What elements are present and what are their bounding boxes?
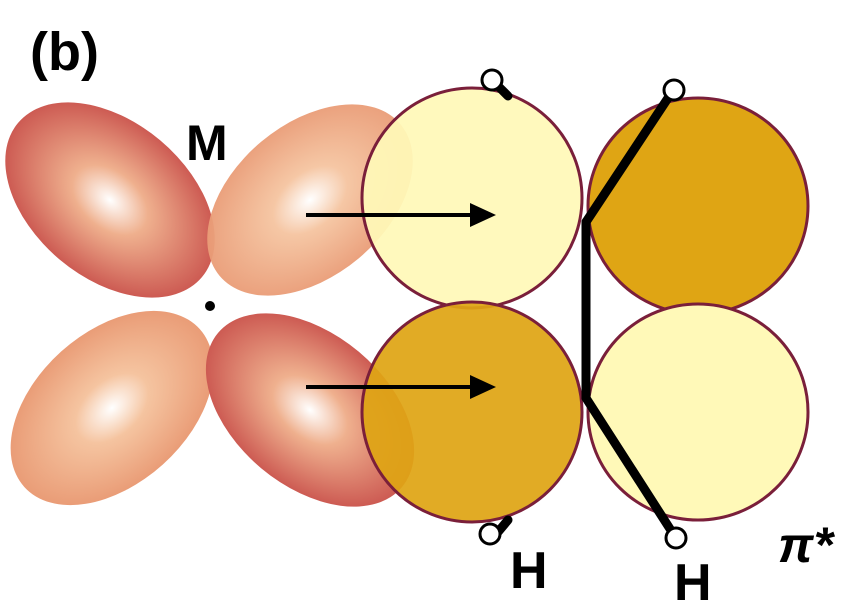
c-h-bond-upper-right [581, 87, 677, 227]
hydrogen-lower-right [664, 526, 688, 550]
panel-label: (b) [30, 22, 99, 82]
metal-center-dot [205, 301, 215, 311]
metal-lobe-upper-left [5, 102, 215, 298]
pi-lobe-upper-right [586, 96, 810, 316]
hydrogen-label-right: H [674, 554, 712, 606]
pi-star-orbital [360, 86, 810, 524]
c-h-bond-lower-right [581, 393, 677, 537]
pi-lobe-lower-right [586, 302, 810, 522]
arrow-upper-head [470, 203, 496, 227]
metal-lobe-lower-left [10, 310, 214, 506]
donation-arrows [306, 203, 496, 399]
hydrogen-label-left: H [510, 542, 548, 600]
pi-lobe-lower-left [360, 300, 584, 524]
hydrogen-upper-right [662, 78, 686, 102]
hydrogen-lower-left [478, 522, 502, 546]
metal-d-orbital [5, 102, 415, 507]
pi-star-label: π* [778, 517, 836, 573]
metal-lobe-upper-right [207, 104, 413, 296]
hydrogen-atoms [478, 68, 688, 550]
metal-label: M [186, 115, 228, 171]
metal-lobe-lower-right [205, 313, 415, 507]
hydrogen-upper-left [480, 68, 504, 92]
pi-lobe-upper-left [360, 86, 584, 310]
arrow-lower-head [470, 375, 496, 399]
